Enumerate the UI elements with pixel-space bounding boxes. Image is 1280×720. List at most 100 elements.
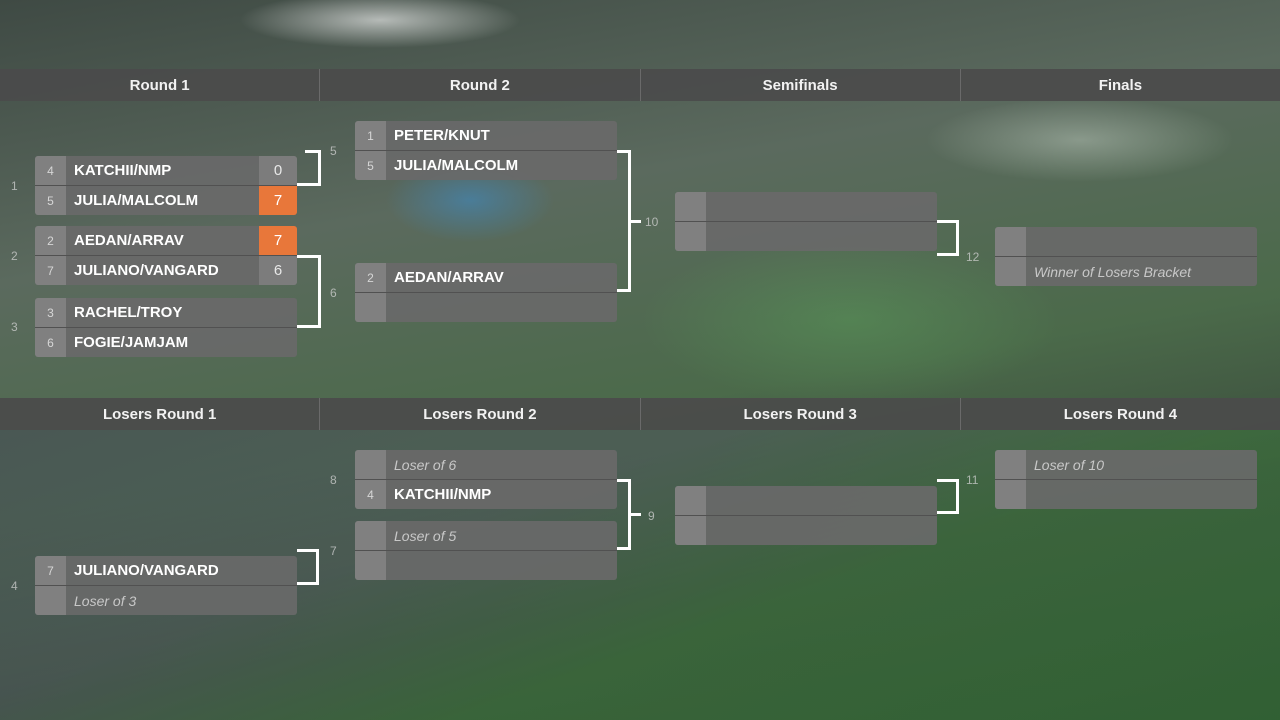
match-number-12: 12	[966, 250, 980, 264]
header-semifinals: Semifinals	[640, 69, 961, 101]
connector-8-7-9	[617, 479, 631, 550]
connector-9-11	[937, 479, 959, 514]
team-name: KATCHII/NMP	[74, 162, 172, 179]
team-name	[386, 551, 617, 580]
match-3[interactable]: 3 RACHEL/TROY 6 FOGIE/JAMJAM	[35, 298, 297, 357]
team-name	[706, 516, 937, 545]
seed-number	[355, 293, 386, 322]
team-name	[706, 192, 937, 221]
match-slot[interactable]: Loser of 6	[355, 450, 617, 479]
losers-round-headers: Losers Round 1 Losers Round 2 Losers Rou…	[0, 398, 1280, 430]
match-slot[interactable]: Winner of Losers Bracket	[995, 256, 1257, 286]
match-slot[interactable]: 2 AEDAN/ARRAV 7	[35, 226, 297, 255]
seed-number	[355, 551, 386, 580]
header-losers-round-4: Losers Round 4	[960, 398, 1280, 430]
connector-stub-1	[297, 183, 305, 186]
connector-4-7	[297, 549, 319, 585]
match-slot[interactable]	[675, 192, 937, 221]
match-slot[interactable]: Loser of 5	[355, 521, 617, 550]
seed-number: 4	[355, 480, 386, 509]
connector-1-5	[305, 150, 321, 186]
match-7[interactable]: Loser of 5	[355, 521, 617, 580]
team-name: FOGIE/JAMJAM	[74, 334, 189, 351]
team-name: PETER/KNUT	[394, 127, 490, 144]
connector-stub-9	[631, 513, 641, 516]
match-11[interactable]: Loser of 10	[995, 450, 1257, 509]
seed-number: 2	[355, 263, 386, 292]
match-number-11: 11	[966, 473, 979, 487]
seed-number	[995, 257, 1026, 286]
match-slot[interactable]: 6 FOGIE/JAMJAM	[35, 327, 297, 357]
match-slot[interactable]: 3 RACHEL/TROY	[35, 298, 297, 327]
match-number-10: 10	[645, 215, 659, 229]
match-number-2: 2	[11, 249, 18, 263]
match-slot[interactable]	[675, 486, 937, 515]
seed-number	[995, 450, 1026, 479]
match-number-1: 1	[11, 179, 18, 193]
seed-number: 5	[355, 151, 386, 180]
match-number-5: 5	[330, 144, 337, 158]
match-10[interactable]	[675, 192, 937, 251]
match-number-9: 9	[648, 509, 655, 523]
placeholder-team-name: Loser of 5	[394, 527, 457, 544]
match-slot[interactable]: 1 PETER/KNUT	[355, 121, 617, 150]
match-12[interactable]: Winner of Losers Bracket	[995, 227, 1257, 286]
seed-number	[355, 450, 386, 479]
match-slot[interactable]: 7 JULIANO/VANGARD	[35, 556, 297, 585]
seed-number	[675, 486, 706, 515]
match-slot[interactable]	[355, 292, 617, 322]
match-slot[interactable]	[675, 221, 937, 251]
match-number-7: 7	[330, 544, 337, 558]
match-number-3: 3	[11, 320, 18, 334]
match-slot[interactable]	[675, 515, 937, 545]
match-number-4: 4	[11, 579, 18, 593]
team-name: AEDAN/ARRAV	[74, 232, 184, 249]
match-slot[interactable]	[995, 479, 1257, 509]
winners-round-headers: Round 1 Round 2 Semifinals Finals	[0, 69, 1280, 101]
score: 6	[259, 256, 297, 285]
seed-number	[995, 480, 1026, 509]
score: 0	[259, 156, 297, 185]
placeholder-team-name: Loser of 6	[394, 456, 457, 473]
header-losers-round-2: Losers Round 2	[320, 398, 641, 430]
connector-stub-2	[297, 255, 305, 258]
header-finals: Finals	[960, 69, 1280, 101]
seed-number: 1	[355, 121, 386, 150]
match-slot[interactable]: Loser of 10	[995, 450, 1257, 479]
seed-number: 6	[35, 328, 66, 357]
winning-score: 7	[259, 186, 297, 215]
header-losers-round-3: Losers Round 3	[640, 398, 961, 430]
seed-number: 7	[35, 556, 66, 585]
connector-10-12	[937, 220, 959, 256]
connector-2-3-6	[305, 255, 321, 328]
team-name: JULIANO/VANGARD	[74, 562, 219, 579]
seed-number	[675, 192, 706, 221]
connector-stub-10	[631, 220, 641, 223]
match-slot[interactable]	[995, 227, 1257, 256]
match-slot[interactable]	[355, 550, 617, 580]
placeholder-team-name: Winner of Losers Bracket	[1034, 263, 1192, 280]
winning-score: 7	[259, 226, 297, 255]
seed-number: 3	[35, 298, 66, 327]
match-slot[interactable]: Loser of 3	[35, 585, 297, 615]
seed-number: 2	[35, 226, 66, 255]
seed-number	[355, 521, 386, 550]
team-name: RACHEL/TROY	[74, 304, 183, 321]
team-name	[706, 222, 937, 251]
seed-number	[675, 516, 706, 545]
header-losers-round-1: Losers Round 1	[0, 398, 321, 430]
seed-number	[35, 586, 66, 615]
match-9[interactable]	[675, 486, 937, 545]
match-4[interactable]: 7 JULIANO/VANGARD Loser of 3	[35, 556, 297, 615]
